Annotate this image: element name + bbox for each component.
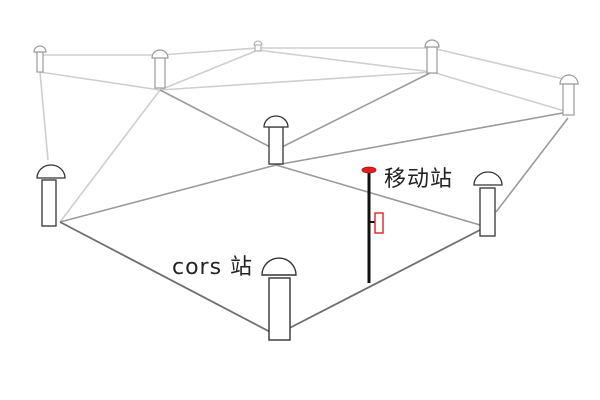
gnss-reference-station-icon — [261, 257, 297, 276]
rover-station-label: 移动站 — [384, 167, 453, 192]
back-station-right — [559, 74, 579, 116]
mesh-line — [59, 221, 277, 336]
middle-station-left — [36, 164, 66, 227]
station-mast — [268, 126, 284, 165]
mesh-line — [159, 71, 433, 91]
mesh-line — [39, 71, 161, 91]
front-mesh-lines — [59, 221, 481, 336]
station-mast — [41, 179, 57, 227]
middle-mesh-lines — [59, 71, 569, 226]
mesh-line — [431, 71, 569, 113]
station-mast — [268, 277, 291, 341]
back-station-left — [33, 45, 47, 73]
back-station-3 — [253, 40, 263, 52]
gnss-reference-station-icon — [33, 45, 47, 53]
gnss-reference-station-icon — [151, 49, 169, 59]
back-mesh-lines — [39, 47, 569, 223]
mesh-line — [495, 117, 569, 213]
back-station-2 — [151, 49, 169, 89]
cors-station-label: cors 站 — [172, 255, 253, 280]
middle-station-right — [473, 171, 503, 237]
rover-controller-icon — [374, 212, 384, 234]
mesh-line — [275, 164, 481, 226]
station-mast — [36, 49, 44, 73]
gnss-reference-station-icon — [36, 164, 66, 179]
mesh-line — [159, 47, 259, 56]
mesh-line — [39, 71, 49, 161]
gnss-reference-station-icon — [559, 74, 579, 85]
gnss-reference-station-icon — [473, 171, 503, 186]
middle-station-center — [263, 115, 289, 165]
cors-station — [261, 257, 297, 341]
station-mast — [479, 187, 496, 237]
mesh-line — [431, 47, 569, 81]
back-station-4 — [424, 39, 440, 74]
mesh-line — [59, 164, 277, 223]
mesh-line — [159, 49, 259, 91]
mesh-line — [275, 229, 481, 336]
gnss-reference-station-icon — [424, 39, 440, 48]
station-mast — [426, 45, 438, 74]
gnss-reference-station-icon — [253, 40, 263, 46]
mesh-line — [275, 111, 569, 166]
mesh-line — [275, 71, 433, 151]
mesh-line — [159, 89, 277, 151]
rover-station — [361, 166, 384, 283]
gnss-reference-station-icon — [263, 115, 289, 128]
mesh-line — [257, 49, 433, 73]
station-mast — [154, 55, 166, 89]
station-mast — [562, 81, 575, 116]
mesh-line — [59, 89, 161, 223]
gnss-rover-pole-icon — [361, 166, 377, 174]
